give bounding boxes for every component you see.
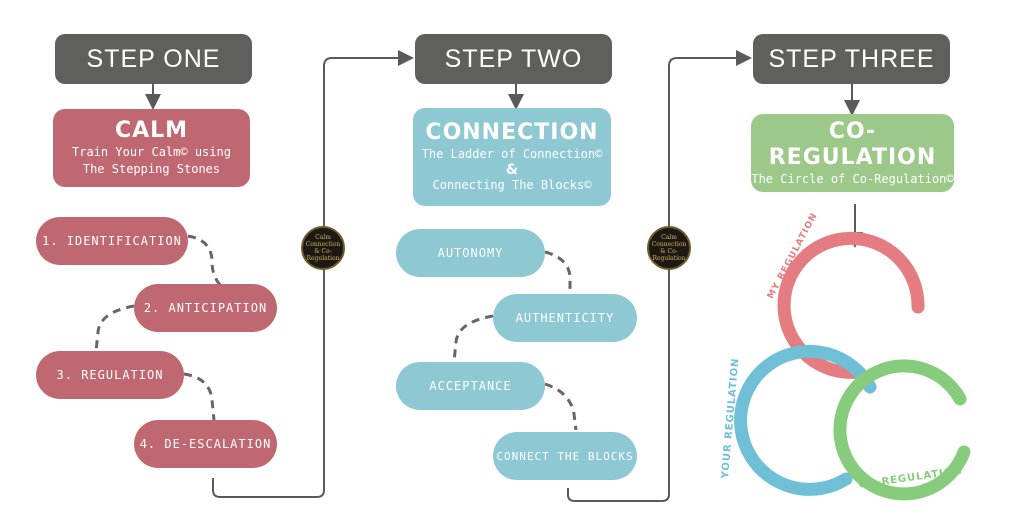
stepping-stone-identification: 1. IDENTIFICATION <box>36 217 188 265</box>
calm-connection-badge-2: Calm Connection & Co-Regulation <box>647 226 691 270</box>
ladder-step-label: ACCEPTANCE <box>429 379 512 393</box>
badge-label: Calm Connection & Co-Regulation <box>651 234 687 262</box>
step-three-header-label: STEP THREE <box>768 44 935 73</box>
dash-c-d <box>544 382 578 431</box>
ladder-step-autonomy: AUTONOMY <box>396 229 545 277</box>
stepping-stone-anticipation: 2. ANTICIPATION <box>134 284 277 332</box>
calm-connection-badge: Calm Connection & Co-Regulation <box>301 226 345 270</box>
badge-label: Calm Connection & Co-Regulation <box>305 234 341 262</box>
stepping-stone-label: 3. REGULATION <box>56 368 164 382</box>
connection-title: CONNECTION <box>425 120 599 145</box>
stepping-stone-regulation: 3. REGULATION <box>36 351 184 399</box>
step-two-header-label: STEP TWO <box>444 44 583 73</box>
connection-subtitle-line-2: Connecting The Blocks© <box>432 178 592 192</box>
connection-card: CONNECTION The Ladder of Connection© & C… <box>413 108 611 206</box>
connection-subtitle-line-1: The Ladder of Connection© <box>421 147 603 161</box>
co-regulation-title: CO-REGULATION <box>768 118 937 170</box>
stepping-stone-label: 2. ANTICIPATION <box>143 301 268 315</box>
calm-subtitle-line-1: Train Your Calm© using <box>72 145 231 159</box>
ladder-step-label: CONNECT THE BLOCKS <box>496 449 634 463</box>
ladder-step-label: AUTHENTICITY <box>515 311 615 325</box>
calm-card: CALM Train Your Calm© using The Stepping… <box>53 109 250 187</box>
dash-a-b <box>544 250 572 292</box>
ladder-step-authenticity: AUTHENTICITY <box>493 294 637 342</box>
step-two-header: STEP TWO <box>415 34 612 84</box>
circle-co-regulation <box>833 359 971 501</box>
calm-subtitle-line-2: The Stepping Stones <box>82 162 221 176</box>
connection-subtitle-ampersand: & <box>505 162 519 178</box>
stepping-stone-de-escalation: 4. DE-ESCALATION <box>134 420 277 468</box>
connector-step-one-to-two <box>212 50 414 498</box>
step-one-header-label: STEP ONE <box>86 44 221 73</box>
co-regulation-card: CO-REGULATION The Circle of Co-Regulatio… <box>751 114 954 192</box>
dash-2-3 <box>94 304 135 353</box>
circle-of-co-regulation <box>734 231 971 501</box>
ladder-step-label: AUTONOMY <box>437 246 504 260</box>
stepping-stone-label: 4. DE-ESCALATION <box>139 437 272 451</box>
connector-step-two-to-three <box>567 50 752 502</box>
step-three-header: STEP THREE <box>753 34 950 84</box>
dash-3-4 <box>183 372 216 421</box>
calm-title: CALM <box>114 118 189 143</box>
step-one-header: STEP ONE <box>55 34 252 84</box>
ladder-step-acceptance: ACCEPTANCE <box>396 362 545 410</box>
stepping-stone-label: 1. IDENTIFICATION <box>42 234 182 248</box>
ladder-step-connect-the-blocks: CONNECT THE BLOCKS <box>493 432 637 480</box>
dash-b-c <box>452 314 494 363</box>
circle-my-regulation <box>777 231 925 379</box>
co-regulation-subtitle: The Circle of Co-Regulation© <box>751 171 954 186</box>
circle-your-regulation <box>734 344 877 496</box>
